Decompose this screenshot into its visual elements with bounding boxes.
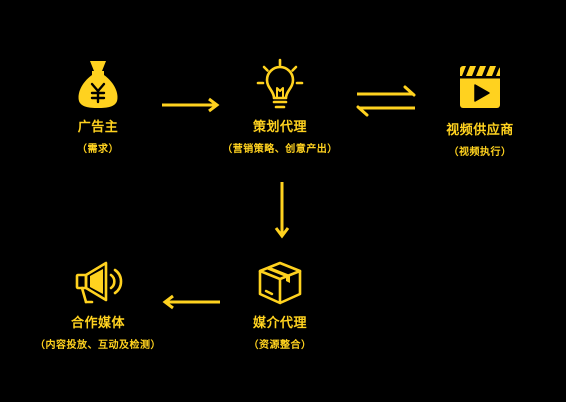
money-bag-icon xyxy=(78,61,118,108)
node-client: 广告主 （需求） xyxy=(18,58,178,155)
node-subtitle: （营销策略、创意产出） xyxy=(222,144,338,155)
node-title: 媒介代理 xyxy=(252,316,307,331)
node-media-agency: 媒介代理 （资源整合） xyxy=(200,258,360,351)
node-title: 视频供应商 xyxy=(446,123,514,138)
box-icon xyxy=(258,261,302,305)
video-clapper-icon xyxy=(460,66,500,108)
node-subtitle: （资源整合） xyxy=(248,340,312,351)
lightbulb-icon xyxy=(256,58,304,109)
node-subtitle: （内容投放、互动及检测） xyxy=(35,340,161,351)
arrow-video-to-planning xyxy=(356,105,415,117)
node-title: 合作媒体 xyxy=(70,316,125,331)
arrow-media-to-partner xyxy=(162,294,220,310)
arrow-planning-to-media xyxy=(274,182,290,239)
node-video-supplier: 视频供应商 （视频执行） xyxy=(400,64,560,158)
arrow-client-to-planning xyxy=(162,97,220,113)
node-subtitle: （视频执行） xyxy=(448,147,512,158)
node-planning-agency: 策划代理 （营销策略、创意产出） xyxy=(200,58,360,155)
node-title: 策划代理 xyxy=(252,120,307,135)
node-title: 广告主 xyxy=(77,120,119,135)
arrow-planning-to-video xyxy=(357,85,416,97)
node-partner-media: 合作媒体 （内容投放、互动及检测） xyxy=(18,258,178,351)
node-subtitle: （需求） xyxy=(77,144,119,155)
megaphone-icon xyxy=(75,261,123,304)
